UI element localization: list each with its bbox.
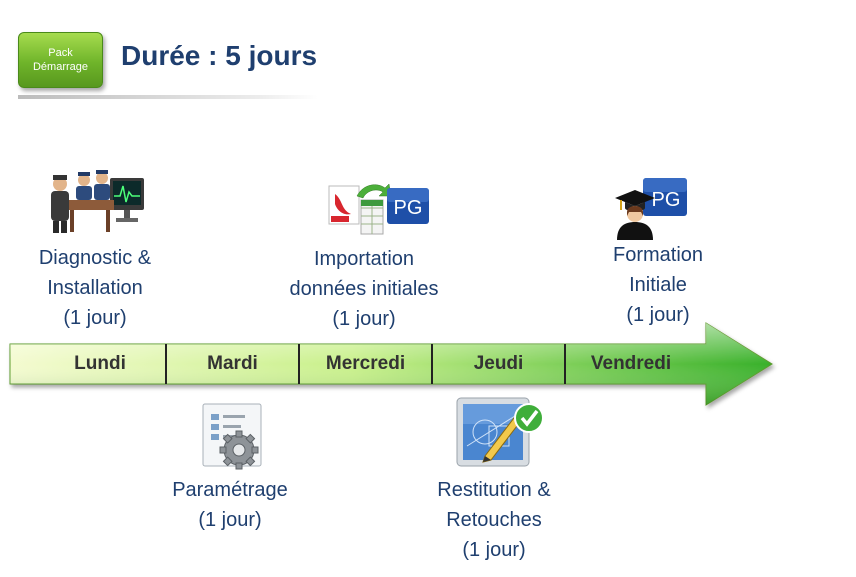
badge-line-1: Pack: [48, 47, 73, 59]
title-underline: [18, 95, 318, 99]
pack-badge: Pack Démarrage: [18, 32, 103, 88]
step-restitution-line2: Retouches: [446, 509, 542, 531]
badge-line-2: Démarrage: [32, 61, 89, 73]
day-mardi: Mardi: [207, 353, 258, 374]
page-title: Durée : 5 jours: [121, 40, 318, 71]
step-diagnostic: Diagnostic & Installation (1 jour): [20, 243, 170, 333]
step-importation-duration: (1 jour): [332, 308, 396, 330]
step-importation-line2: données initiales: [289, 278, 439, 300]
step-formation-line1: Formation: [612, 244, 704, 266]
day-jeudi: Jeudi: [473, 353, 524, 374]
settings-gear-icon: [202, 403, 262, 470]
step-diagnostic-duration: (1 jour): [63, 307, 127, 329]
pg-text-formation: PG: [652, 189, 681, 211]
day-vendredi: Vendredi: [590, 353, 672, 374]
step-formation: Formation Initiale (1 jour): [584, 240, 732, 330]
team-monitor-icon: [51, 170, 144, 233]
step-parametrage-line1: Paramétrage: [172, 479, 288, 501]
pdf-to-pg-icon: PG: [328, 183, 429, 235]
pg-text: PG: [394, 197, 423, 219]
day-mercredi: Mercredi: [325, 353, 406, 374]
step-restitution: Restitution & Retouches (1 jour): [414, 475, 574, 565]
step-importation: Importation données initiales (1 jour): [268, 244, 460, 334]
step-parametrage-duration: (1 jour): [198, 509, 262, 531]
step-restitution-line1: Restitution &: [437, 479, 551, 501]
step-formation-line2: Initiale: [629, 274, 687, 296]
day-lundi: Lundi: [74, 353, 126, 374]
step-diagnostic-line2: Installation: [47, 277, 143, 299]
graduate-pg-icon: PG: [615, 178, 687, 240]
step-importation-line1: Importation: [313, 248, 415, 270]
step-parametrage: Paramétrage (1 jour): [150, 475, 310, 535]
step-formation-duration: (1 jour): [626, 304, 690, 326]
step-diagnostic-line1: Diagnostic &: [38, 247, 152, 269]
drawing-check-icon: [456, 397, 544, 467]
step-restitution-duration: (1 jour): [462, 539, 526, 561]
